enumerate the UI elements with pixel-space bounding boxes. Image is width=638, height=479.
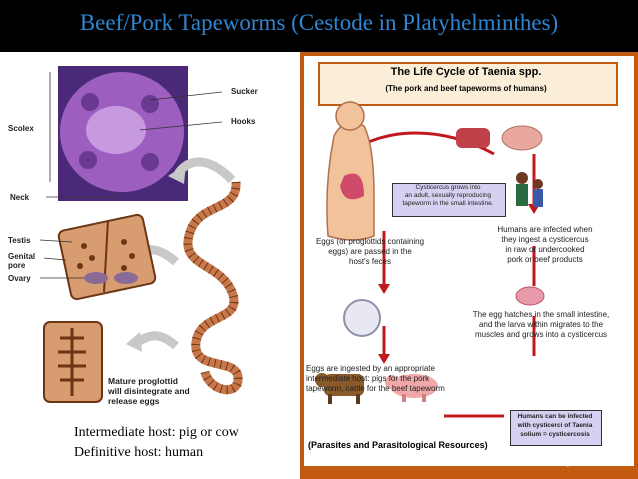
gravid-proglottid bbox=[43, 321, 103, 403]
beef-meat bbox=[456, 128, 490, 148]
scolex-hooks-ring bbox=[86, 106, 146, 154]
tapeworm-strobila bbox=[183, 181, 243, 395]
label-sucker: Sucker bbox=[231, 87, 258, 96]
cow-image bbox=[315, 373, 364, 404]
step-cysticercus-grows: Cysticercus grows into an adult, sexuall… bbox=[402, 184, 494, 207]
source-credit: (Parasites and Parasitological Resources… bbox=[308, 440, 488, 450]
intermediate-host-text: Intermediate host: pig or cow bbox=[74, 425, 239, 440]
step-cysticercosis: Humans can be infected with cysticerci o… bbox=[517, 413, 593, 438]
pig-image bbox=[385, 374, 438, 402]
family-figures bbox=[516, 172, 543, 207]
egg-image bbox=[343, 299, 381, 337]
cysticercus-grows-box bbox=[392, 183, 506, 217]
label-genital-pore: Genital pore bbox=[8, 252, 36, 270]
step-egg-hatches: The egg hatches in the small intestine, … bbox=[472, 310, 610, 339]
label-hooks: Hooks bbox=[231, 117, 256, 126]
figure-ref: Figure 45.27 bbox=[560, 460, 600, 467]
label-ovary: Ovary bbox=[8, 274, 31, 283]
step-eggs-passed: Eggs (or proglottids containing eggs) ar… bbox=[315, 237, 425, 266]
slide-title: Beef/Pork Tapeworms (Cestode in Platyhel… bbox=[79, 10, 559, 35]
cysticercosis-box bbox=[510, 410, 602, 446]
intestine bbox=[340, 173, 364, 200]
cysticercus-image bbox=[515, 286, 545, 306]
life-cycle-subtitle: (The pork and beef tapeworms of humans) bbox=[385, 84, 547, 93]
definitive-host-text: Definitive host: human bbox=[74, 445, 204, 460]
label-testis: Testis bbox=[8, 236, 31, 245]
step-eggs-ingested: Eggs are ingested by an appropriate inte… bbox=[306, 364, 445, 393]
life-cycle-graphics bbox=[315, 101, 545, 418]
pork-meat bbox=[501, 125, 543, 151]
label-mature-proglottid: Mature proglottid will disintegrate and … bbox=[108, 376, 190, 406]
label-neck: Neck bbox=[10, 193, 30, 202]
label-scolex: Scolex bbox=[8, 124, 34, 133]
life-cycle-title-box bbox=[318, 62, 618, 106]
proglottid-detail bbox=[57, 213, 157, 301]
tapeworm-anatomy-illustration bbox=[39, 66, 243, 403]
step-humans-infected: Humans are infected when they ingest a c… bbox=[497, 225, 593, 264]
human-head bbox=[335, 101, 365, 131]
life-cycle-title: The Life Cycle of Taenia spp. bbox=[390, 66, 542, 78]
title-bar bbox=[0, 0, 638, 52]
